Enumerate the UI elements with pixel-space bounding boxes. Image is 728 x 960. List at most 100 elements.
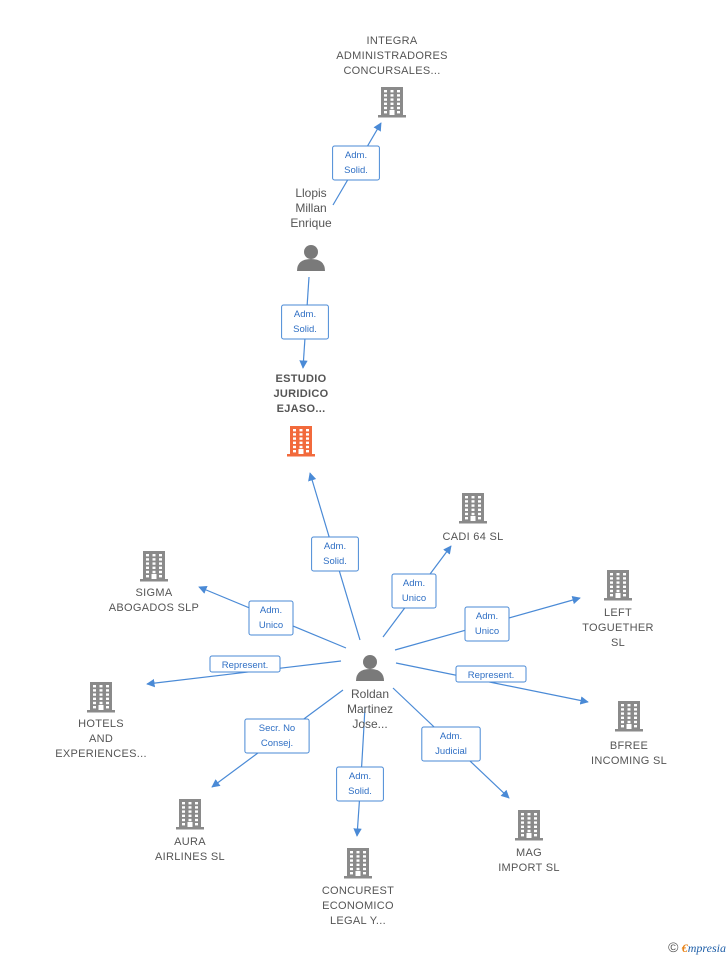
edge-label-box[interactable] bbox=[311, 536, 359, 572]
node-label: ABOGADOS SLP bbox=[109, 602, 199, 614]
building-window bbox=[521, 834, 524, 837]
edge-label-box[interactable] bbox=[391, 573, 437, 609]
building-window bbox=[195, 806, 198, 809]
edge-label-box[interactable] bbox=[281, 304, 329, 340]
building-window bbox=[478, 512, 481, 516]
building-window bbox=[384, 102, 387, 105]
node-label: MAG bbox=[516, 847, 542, 859]
node-label: HOTELS bbox=[78, 718, 124, 730]
building-window bbox=[534, 817, 537, 820]
building-base bbox=[515, 838, 543, 841]
building-base bbox=[615, 729, 643, 732]
building-window bbox=[610, 589, 613, 593]
building-window bbox=[621, 708, 624, 711]
building-window bbox=[527, 817, 531, 820]
node-label: AIRLINES SL bbox=[155, 851, 225, 863]
building-window bbox=[621, 720, 624, 724]
building-window bbox=[397, 90, 400, 93]
node-integra[interactable]: INTEGRAADMINISTRADORESCONCURSALES... bbox=[336, 35, 447, 118]
brand-logo[interactable]: €mpresia bbox=[681, 941, 726, 955]
node-hotels[interactable]: HOTELSANDEXPERIENCES... bbox=[55, 682, 147, 760]
building-window bbox=[106, 685, 109, 688]
node-label: CONCUREST bbox=[322, 885, 394, 897]
building-window bbox=[390, 106, 394, 110]
building-window bbox=[146, 566, 149, 569]
building-window bbox=[610, 594, 613, 597]
building-window bbox=[621, 712, 624, 715]
building-icon bbox=[604, 570, 632, 601]
building-window bbox=[384, 90, 387, 93]
building-window bbox=[534, 821, 537, 824]
building-window bbox=[478, 508, 481, 511]
building-window bbox=[384, 94, 387, 97]
building-window bbox=[478, 517, 481, 520]
edge-llopis-estudio: Adm.Solid. bbox=[281, 276, 329, 369]
building-window bbox=[390, 98, 394, 101]
building-window bbox=[623, 577, 626, 580]
building-window bbox=[621, 725, 624, 728]
building-window bbox=[356, 867, 360, 871]
edge-roldan-left: Adm.Unico bbox=[394, 596, 581, 651]
building-window bbox=[627, 704, 631, 707]
building-window bbox=[99, 693, 103, 696]
node-cadi[interactable]: CADI 64 SL bbox=[442, 493, 503, 543]
building-window bbox=[299, 433, 303, 436]
building-window bbox=[99, 701, 103, 705]
edge-label-box[interactable] bbox=[455, 665, 527, 683]
building-window bbox=[195, 823, 198, 826]
edge-label-box[interactable] bbox=[332, 145, 380, 181]
building-window bbox=[195, 802, 198, 805]
node-label: Jose... bbox=[352, 717, 387, 731]
building-window bbox=[363, 859, 366, 862]
node-roldan[interactable]: RoldanMartinezJose... bbox=[347, 655, 393, 731]
building-window bbox=[521, 821, 524, 824]
building-window bbox=[306, 429, 309, 432]
building-base bbox=[604, 598, 632, 601]
edge-label-text: Solid. bbox=[323, 556, 347, 567]
building-window bbox=[634, 720, 637, 724]
node-label: Llopis bbox=[295, 186, 326, 200]
building-window bbox=[623, 573, 626, 576]
building-window bbox=[390, 102, 394, 105]
edge-label-text: Adm. bbox=[324, 541, 346, 552]
building-icon bbox=[344, 848, 372, 879]
building-window bbox=[350, 855, 353, 858]
edge-label-box[interactable] bbox=[248, 600, 294, 636]
edge-label-box[interactable] bbox=[244, 718, 310, 754]
building-window bbox=[188, 806, 192, 809]
building-window bbox=[293, 450, 296, 453]
node-label: JURIDICO bbox=[274, 388, 329, 400]
building-window bbox=[397, 98, 400, 101]
node-label: CONCURSALES... bbox=[343, 65, 440, 77]
building-window bbox=[478, 496, 481, 499]
building-window bbox=[195, 814, 198, 817]
building-window bbox=[616, 589, 620, 593]
building-window bbox=[93, 697, 96, 700]
edge-label-box[interactable] bbox=[421, 726, 481, 762]
edge-label-box[interactable] bbox=[209, 655, 281, 673]
edge-label-text: Solid. bbox=[293, 324, 317, 335]
building-window bbox=[293, 445, 296, 449]
building-window bbox=[106, 701, 109, 705]
edge-label-box[interactable] bbox=[336, 766, 384, 802]
edge-label-box[interactable] bbox=[464, 606, 510, 642]
edge-label-text: Adm. bbox=[476, 611, 498, 622]
building-window bbox=[293, 433, 296, 436]
building-window bbox=[527, 825, 531, 828]
building-base bbox=[344, 876, 372, 879]
edge-label-text: Judicial bbox=[435, 746, 467, 757]
node-estudio[interactable]: ESTUDIOJURIDICOEJASO... bbox=[274, 373, 329, 457]
building-window bbox=[306, 450, 309, 453]
building-window bbox=[350, 867, 353, 871]
building-window bbox=[397, 106, 400, 110]
building-window bbox=[99, 685, 103, 688]
building-window bbox=[152, 554, 156, 557]
building-window bbox=[356, 855, 360, 858]
